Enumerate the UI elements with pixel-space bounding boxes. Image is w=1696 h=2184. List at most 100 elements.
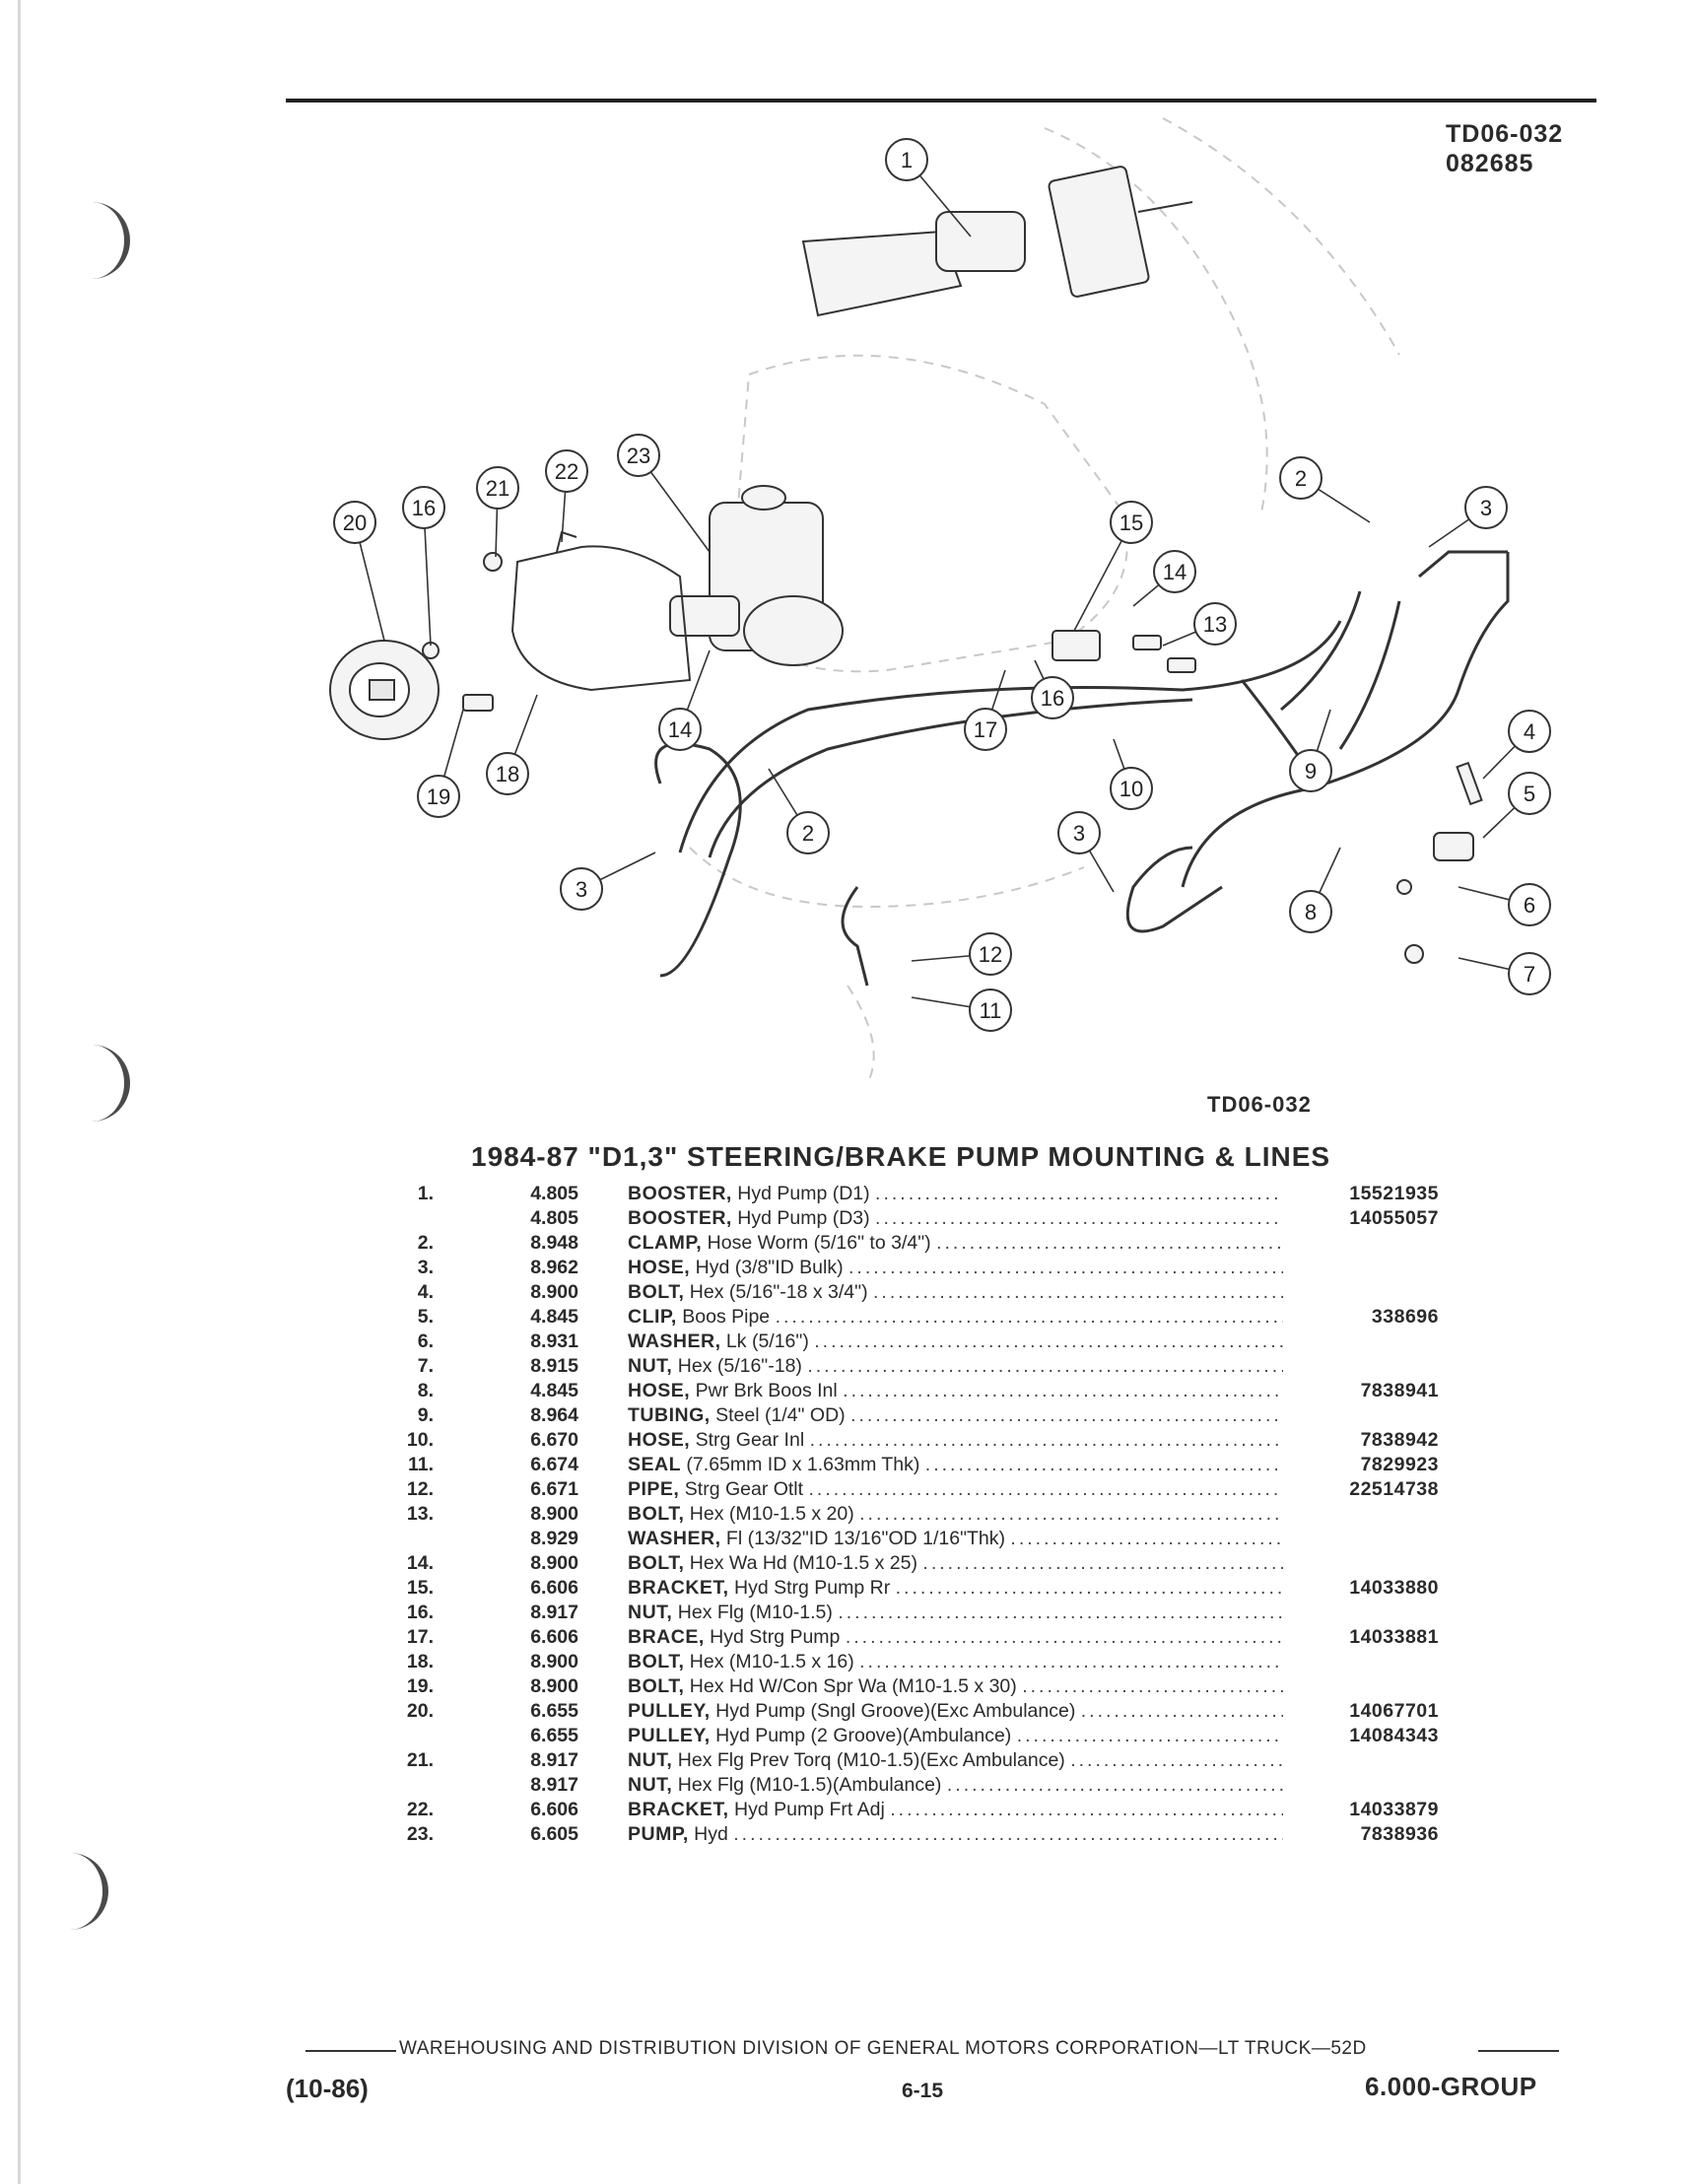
front-bracket — [510, 530, 692, 692]
leader-dots: ........................................… — [875, 1207, 1283, 1229]
part-description: PULLEY, Hyd Pump (Sngl Groove)(Exc Ambul… — [628, 1700, 1283, 1723]
part-description: BOLT, Hex (M10-1.5 x 16) ...............… — [628, 1651, 1283, 1673]
part-detail: Hyd Pump (Sngl Groove)(Exc Ambulance) — [710, 1700, 1081, 1722]
part-name: CLAMP, — [628, 1232, 703, 1254]
group-number: 8.917 — [530, 1749, 578, 1771]
ref-number: 7. — [417, 1355, 434, 1377]
part-number: 338696 — [1371, 1306, 1439, 1328]
callout-label: 20 — [343, 511, 367, 535]
part-name: PULLEY, — [628, 1700, 711, 1722]
callout-6: 6 — [1508, 883, 1551, 926]
group-number: 8.900 — [530, 1651, 578, 1672]
part-detail: Hex (M10-1.5 x 16) — [684, 1651, 860, 1672]
leader-dots: ........................................… — [850, 1404, 1283, 1426]
part-detail: Hose Worm (5/16" to 3/4") — [702, 1232, 937, 1254]
group-number: 6.655 — [530, 1700, 578, 1722]
leader-dots: ........................................… — [895, 1577, 1283, 1599]
callout-label: 8 — [1305, 900, 1317, 924]
callout-label: 7 — [1524, 962, 1535, 987]
small-hardware — [422, 552, 1483, 964]
callout-label: 12 — [979, 942, 1002, 967]
group-number: 8.962 — [530, 1257, 578, 1278]
part-number: 14033881 — [1349, 1626, 1439, 1648]
callout-21: 21 — [476, 466, 519, 510]
part-number: 14033880 — [1349, 1577, 1439, 1599]
part-name: WASHER, — [628, 1528, 721, 1549]
leader-dots: ........................................… — [924, 1454, 1283, 1475]
part-detail: Hyd Strg Pump Rr — [728, 1577, 896, 1599]
callout-20: 20 — [333, 501, 376, 544]
callout-label: 16 — [1041, 686, 1064, 711]
leader-dots: ........................................… — [843, 1380, 1283, 1401]
group-number: 4.845 — [530, 1306, 578, 1328]
header-date-code: 082685 — [1446, 150, 1534, 177]
leader-dots: ........................................… — [1080, 1700, 1283, 1722]
callout-11: 11 — [969, 989, 1012, 1032]
group-number: 6.655 — [530, 1725, 578, 1746]
ref-number: 17. — [406, 1626, 434, 1648]
part-detail: Hyd Pump (2 Groove)(Ambulance) — [710, 1725, 1017, 1746]
leader-dots: ........................................… — [946, 1774, 1283, 1796]
part-detail: Hyd (3/8"ID Bulk) — [690, 1257, 848, 1278]
callout-circle — [1031, 676, 1074, 719]
steering-lines — [654, 550, 1510, 987]
part-detail: (7.65mm ID x 1.63mm Thk) — [681, 1454, 925, 1475]
part-detail: Hyd Strg Pump — [704, 1626, 846, 1648]
footer-date: (10-86) — [286, 2074, 369, 2103]
callout-label: 17 — [974, 717, 997, 742]
callout-label: 21 — [486, 476, 509, 501]
callout-18: 18 — [486, 752, 529, 795]
callout-label: 2 — [1295, 466, 1307, 491]
part-name: BOLT, — [628, 1503, 685, 1525]
part-name: NUT, — [628, 1774, 673, 1796]
part-description: BOLT, Hex Wa Hd (M10-1.5 x 25) .........… — [628, 1552, 1283, 1575]
ref-number: 12. — [406, 1478, 434, 1500]
callout-label: 22 — [555, 459, 578, 484]
callout-4: 4 — [1508, 710, 1551, 753]
part-number: 14033879 — [1349, 1799, 1439, 1820]
part-name: BOLT, — [628, 1281, 685, 1303]
callout-label: 14 — [1163, 560, 1187, 584]
part-description: TUBING, Steel (1/4" OD) ................… — [628, 1404, 1283, 1427]
ref-number: 3. — [417, 1257, 434, 1278]
callout-1: 1 — [885, 138, 928, 181]
part-detail: Boos Pipe — [676, 1306, 776, 1328]
part-description: BOOSTER, Hyd Pump (D3) .................… — [628, 1207, 1283, 1230]
callout-label: 11 — [980, 998, 1002, 1023]
part-description: BOLT, Hex Hd W/Con Spr Wa (M10-1.5 x 30)… — [628, 1675, 1283, 1698]
ref-number: 15. — [406, 1577, 434, 1599]
part-description: CLIP, Boos Pipe ........................… — [628, 1306, 1283, 1329]
part-description: WASHER, Fl (13/32"ID 13/16"OD 1/16"Thk) … — [628, 1528, 1283, 1550]
footer-organization: WAREHOUSING AND DISTRIBUTION DIVISION OF… — [399, 2038, 1367, 2059]
callout-circle — [1110, 767, 1153, 810]
callout-label: 1 — [901, 148, 913, 172]
callout-label: 16 — [412, 496, 436, 520]
part-name: HOSE, — [628, 1257, 691, 1278]
callout-circle — [417, 775, 460, 818]
part-number: 7838942 — [1360, 1429, 1439, 1451]
part-number: 15521935 — [1349, 1183, 1439, 1204]
group-number: 6.606 — [530, 1626, 578, 1648]
part-description: HOSE, Strg Gear Inl ....................… — [628, 1429, 1283, 1452]
leader-dots: ........................................… — [890, 1799, 1283, 1820]
part-detail: Hex Wa Hd (M10-1.5 x 25) — [684, 1552, 923, 1574]
callout-label: 23 — [627, 444, 650, 468]
group-number: 4.845 — [530, 1380, 578, 1401]
leader-dots: ........................................… — [838, 1602, 1283, 1623]
part-description: CLAMP, Hose Worm (5/16" to 3/4") .......… — [628, 1232, 1283, 1255]
leader-dots: ........................................… — [1016, 1725, 1283, 1746]
callout-label: 6 — [1524, 893, 1535, 918]
leader-dots: ........................................… — [859, 1503, 1283, 1525]
callout-leader — [423, 507, 432, 647]
ref-number: 2. — [417, 1232, 434, 1254]
group-number: 8.900 — [530, 1675, 578, 1697]
group-number: 6.674 — [530, 1454, 578, 1475]
